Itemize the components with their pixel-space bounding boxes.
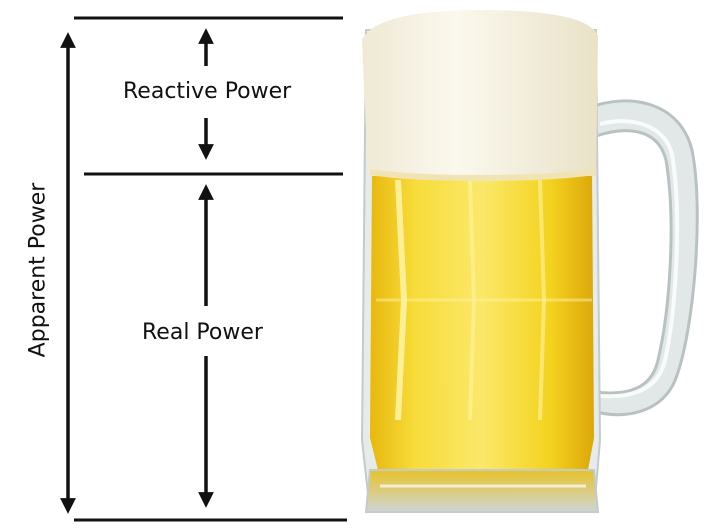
- beer-mug-image: [360, 10, 699, 513]
- apparent-power-label: Apparent Power: [25, 182, 51, 358]
- mug-foam: [362, 10, 598, 176]
- real-power-label: Real Power: [142, 320, 263, 345]
- reactive-power-label: Reactive Power: [123, 79, 292, 104]
- mug-base: [364, 469, 600, 513]
- mug-handle: [586, 99, 699, 417]
- mug-beer-liquid: [370, 172, 594, 470]
